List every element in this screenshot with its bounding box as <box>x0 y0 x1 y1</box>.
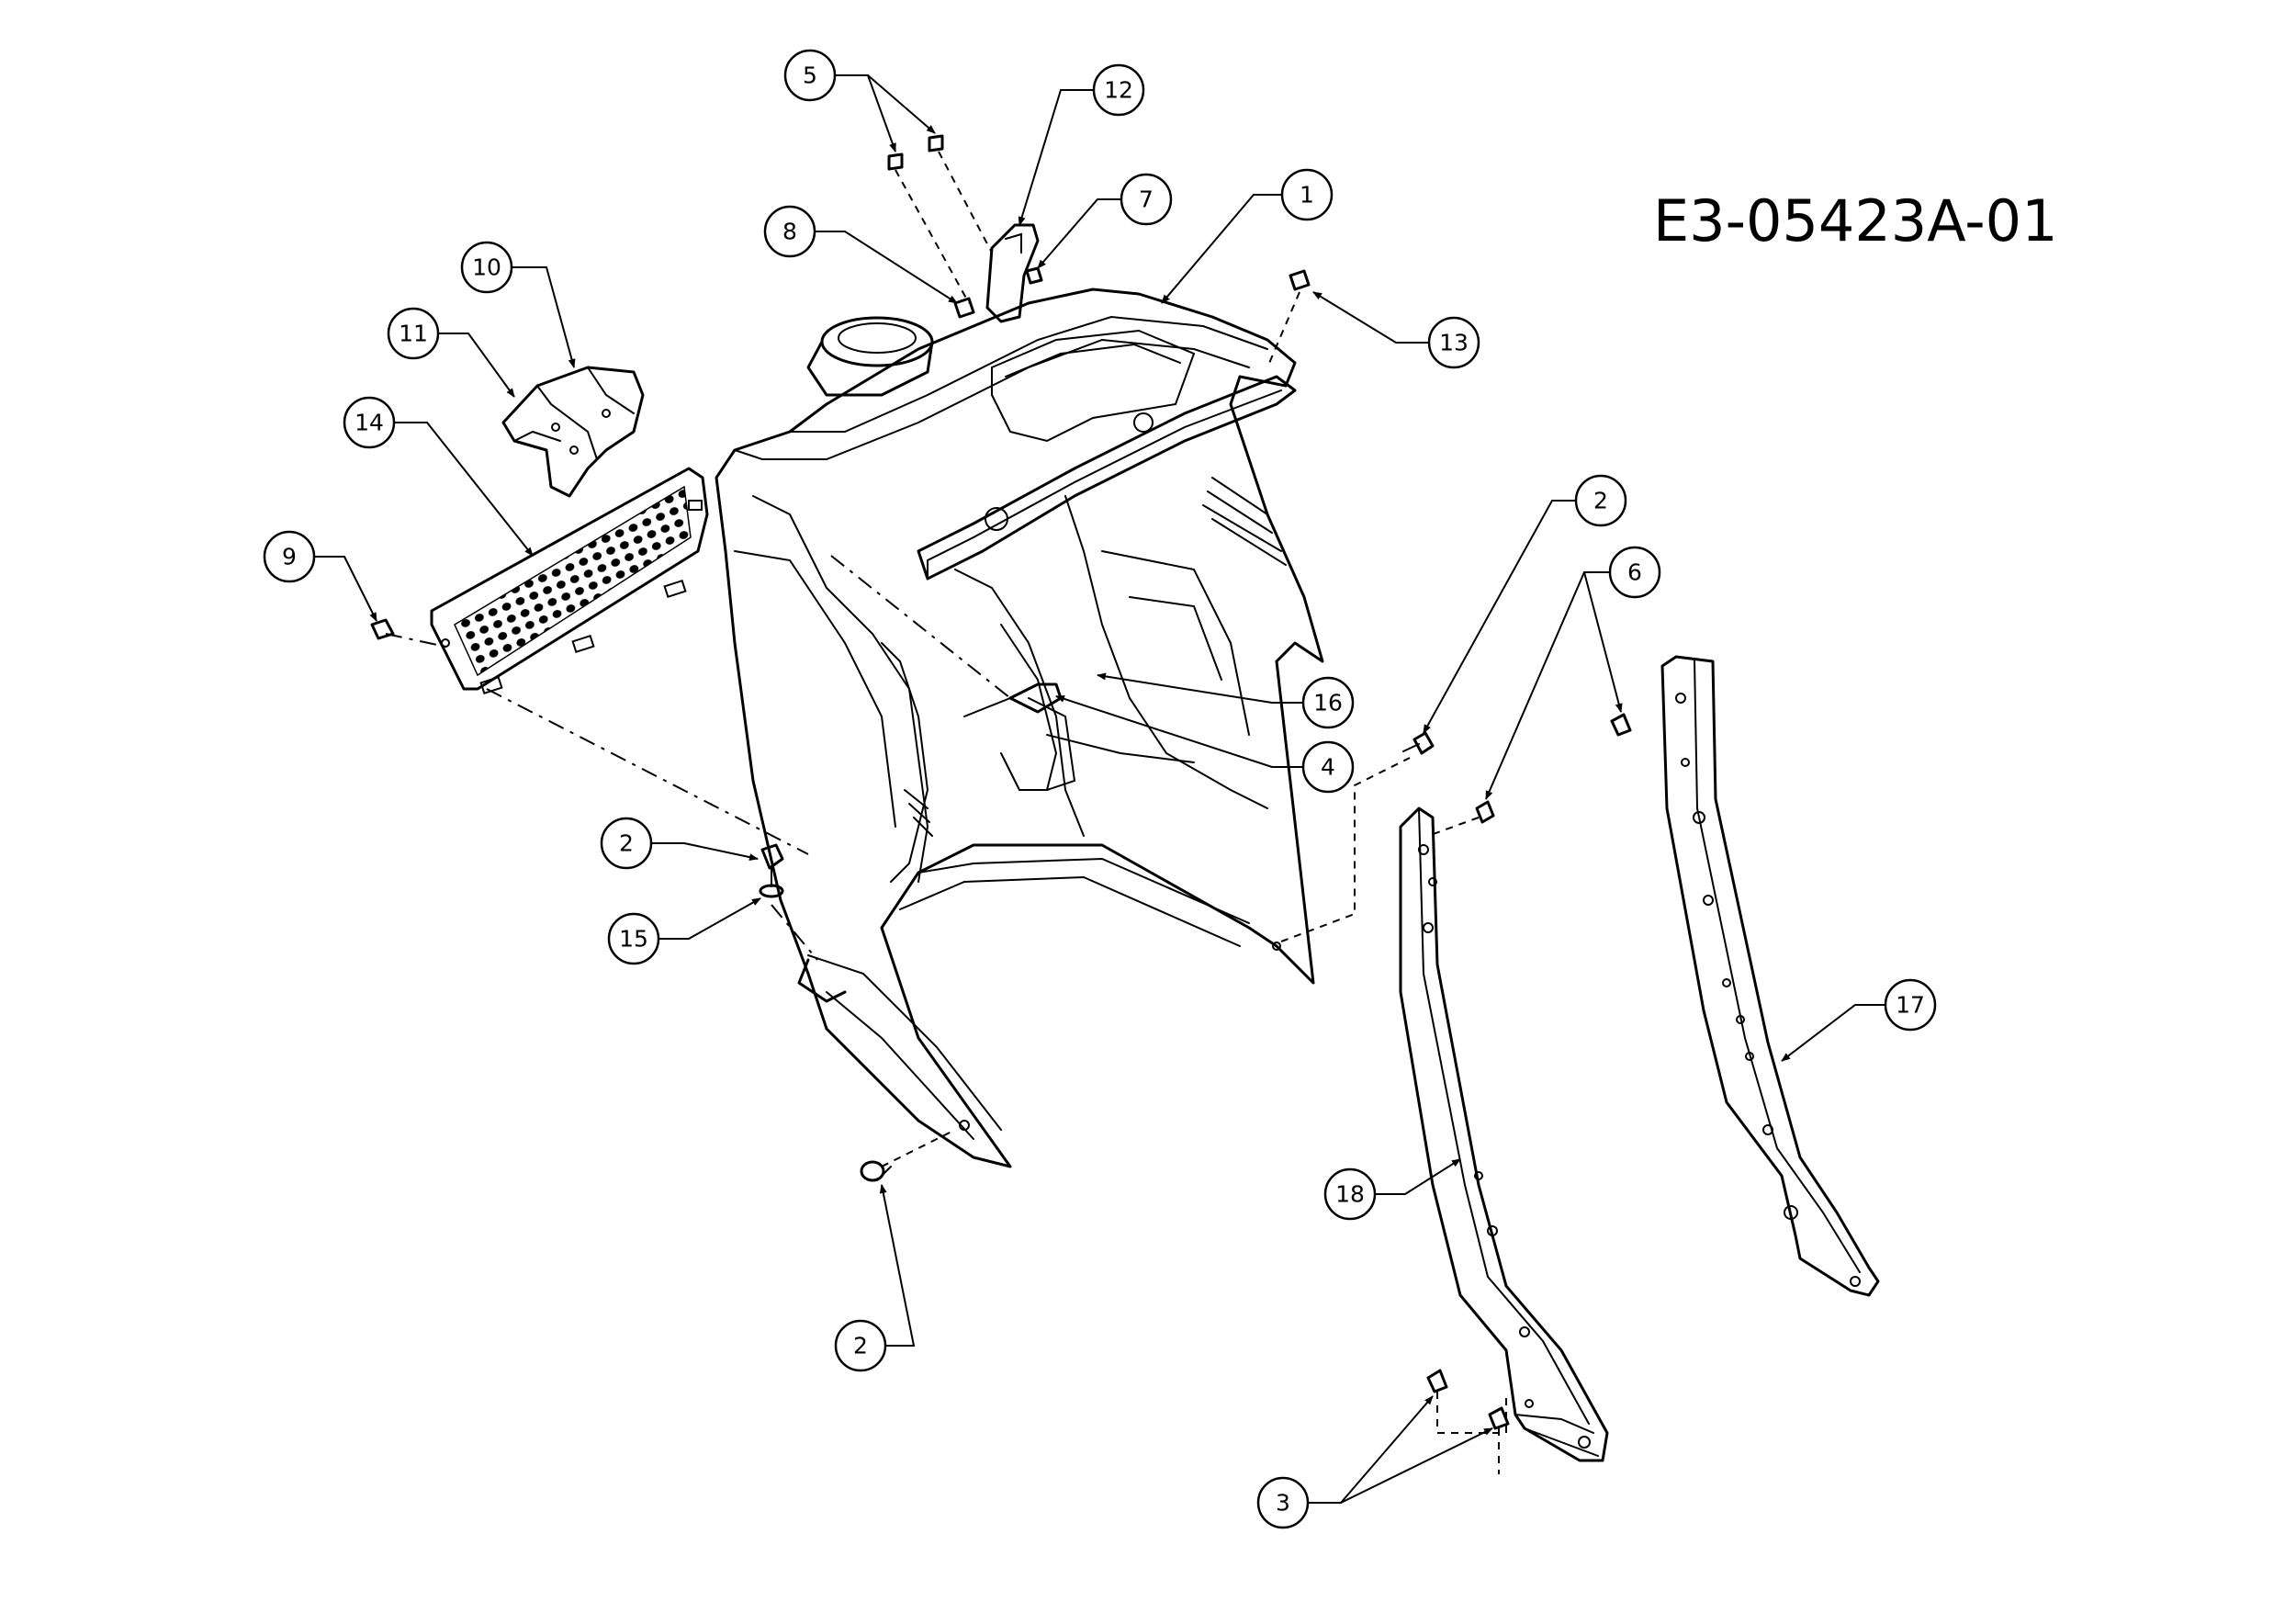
callout-8: 8 <box>763 205 958 304</box>
grille-panel-part <box>430 467 709 695</box>
callout-14: 14 <box>343 396 534 557</box>
callout-4: 4 <box>1055 695 1355 794</box>
callout-5: 5 <box>783 49 936 152</box>
svg-text:1: 1 <box>1300 182 1314 209</box>
svg-text:16: 16 <box>1313 690 1343 716</box>
callout-9: 9 <box>263 530 377 622</box>
callout-7: 7 <box>1037 173 1173 269</box>
fasteners <box>370 134 1632 1430</box>
callout-6: 6 <box>1485 546 1661 800</box>
callout-2-right: 2 <box>1423 474 1627 734</box>
svg-text:15: 15 <box>619 926 648 953</box>
callout-12: 12 <box>1018 63 1145 226</box>
svg-text:2: 2 <box>619 830 634 857</box>
callout-3: 3 <box>1256 1395 1493 1529</box>
svg-text:18: 18 <box>1335 1181 1365 1208</box>
callout-17: 17 <box>1781 978 1937 1062</box>
svg-text:12: 12 <box>1104 77 1133 104</box>
svg-text:14: 14 <box>355 410 384 436</box>
svg-text:10: 10 <box>472 254 501 281</box>
hood-body-part <box>715 288 1324 1168</box>
svg-text:8: 8 <box>782 219 797 245</box>
svg-text:17: 17 <box>1896 992 1925 1019</box>
svg-text:11: 11 <box>399 321 428 347</box>
callout-10: 10 <box>460 241 576 368</box>
svg-text:4: 4 <box>1321 754 1335 781</box>
callout-16: 16 <box>1097 672 1355 729</box>
callout-11: 11 <box>387 307 515 398</box>
lever-knob-part <box>985 223 1040 323</box>
assembly-center-lines <box>385 151 1507 1474</box>
callout-2-bottom: 2 <box>834 1184 916 1372</box>
svg-text:3: 3 <box>1276 1490 1290 1517</box>
bracket-part <box>501 366 645 498</box>
svg-text:2: 2 <box>853 1333 868 1359</box>
callout-18: 18 <box>1323 1158 1461 1221</box>
callout-15: 15 <box>607 897 761 965</box>
frame-rail-18-part <box>1399 806 1609 1462</box>
callout-1: 1 <box>1161 168 1334 304</box>
svg-text:13: 13 <box>1439 330 1469 356</box>
svg-text:2: 2 <box>1593 488 1608 514</box>
svg-text:9: 9 <box>282 544 297 570</box>
callout-13: 13 <box>1312 291 1480 369</box>
drawing-code: E3-05423A-01 <box>1653 187 2058 254</box>
svg-text:5: 5 <box>803 62 817 89</box>
svg-text:7: 7 <box>1139 186 1154 213</box>
frame-rail-17-part <box>1660 655 1880 1297</box>
callout-2-lower-left: 2 <box>600 817 759 870</box>
svg-text:6: 6 <box>1627 559 1642 586</box>
